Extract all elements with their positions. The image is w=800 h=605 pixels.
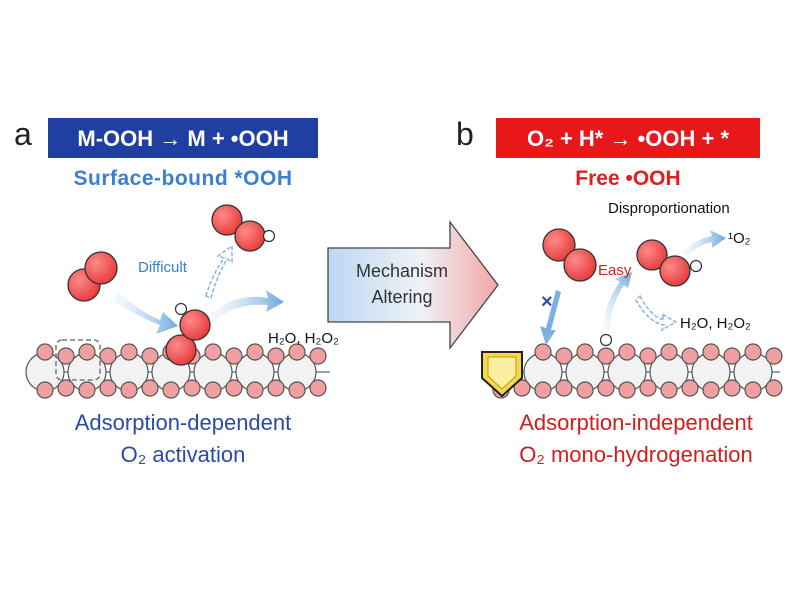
panel-b-product-arrow: [635, 294, 678, 332]
panel-b-free-ooh: [636, 239, 703, 287]
panel-a-label: a: [14, 116, 32, 152]
panel-b-caption-line1: Adsorption-independent: [519, 410, 753, 435]
panel-b-equation: O₂ + H* → •OOH + *: [527, 126, 730, 151]
surface-hydrogen: [599, 333, 613, 347]
panel-b-o2-molecule: [542, 228, 597, 282]
mechanism-altering-arrow: [327, 220, 499, 350]
panel-a-o2-molecule: [67, 251, 118, 302]
adsorption-flow-arrow: [112, 292, 178, 334]
hydrogenation-arrow: [603, 272, 632, 330]
panel-a-free-ooh: [211, 204, 276, 252]
panel-a-equation: M-OOH → M + •OOH: [77, 126, 288, 151]
difficult-release-arrow: [205, 244, 233, 299]
mechanism-label-line1: Mechanism: [356, 261, 448, 281]
panel-a-product-arrow: [208, 290, 284, 322]
shield-icon: [481, 351, 523, 398]
mechanism-label-line2: Altering: [371, 287, 432, 307]
panel-a-equation-banner: [48, 118, 318, 158]
panel-b-products: H₂O, H₂O₂: [680, 315, 751, 332]
active-site-marker: [55, 339, 101, 381]
panel-a-products: H₂O, H₂O₂: [268, 330, 339, 347]
panel-a-subtitle: Surface-bound *OOH: [73, 167, 292, 190]
panel-b-lattice: [490, 333, 783, 399]
panel-a-caption-line1: Adsorption-dependent: [75, 410, 292, 435]
blocked-x-icon: ×: [541, 291, 553, 313]
singlet-oxygen-arrow: [682, 230, 726, 256]
difficult-label: Difficult: [138, 259, 188, 276]
disproportionation-label: Disproportionation: [608, 200, 730, 217]
panel-b-caption-line2: O₂ mono-hydrogenation: [519, 442, 753, 467]
panel-b-subtitle: Free •OOH: [575, 167, 680, 190]
panel-b-equation-banner: [496, 118, 760, 158]
panel-b-label: b: [456, 116, 474, 152]
singlet-oxygen-label: ¹O₂: [728, 230, 751, 247]
blocked-adsorption-arrow: [540, 290, 561, 345]
easy-label: Easy: [598, 262, 632, 279]
panel-a-bound-ooh: [165, 302, 211, 366]
panel-a-caption-line2: O₂ activation: [121, 442, 246, 467]
